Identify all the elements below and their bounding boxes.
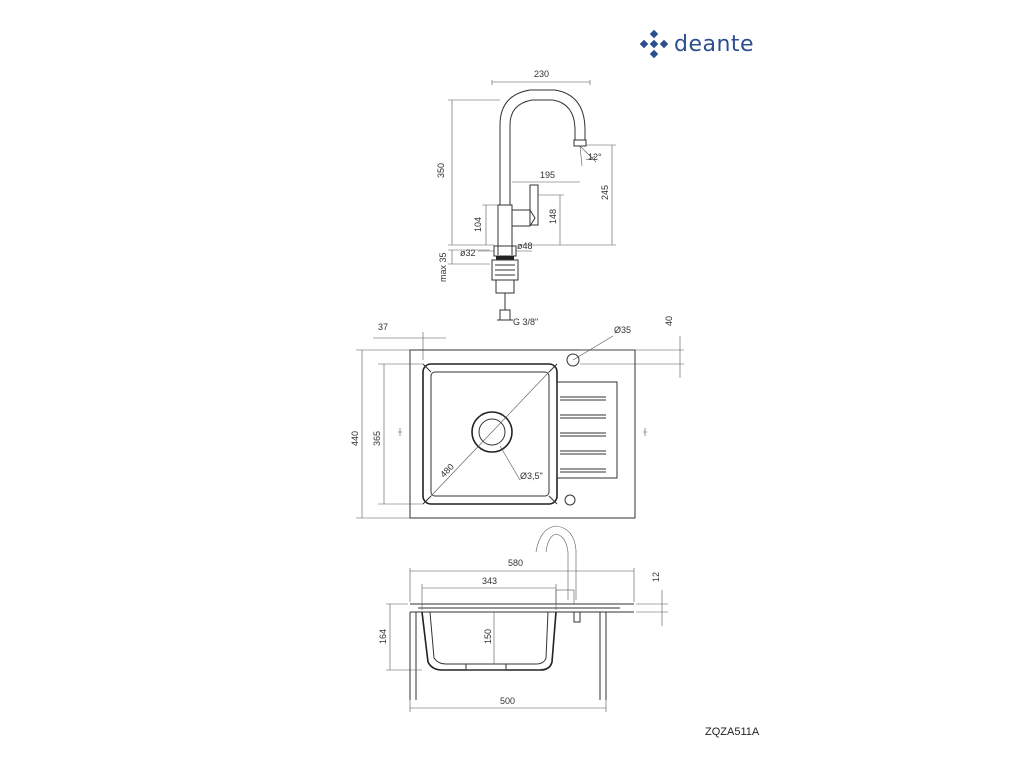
dim-hole-diameter: ø32 bbox=[460, 248, 476, 258]
dim-faucet-width: 230 bbox=[534, 69, 549, 79]
dim-base-diameter: ø48 bbox=[517, 241, 533, 251]
dim-tap-hole: Ø35 bbox=[614, 325, 631, 335]
dim-faucet-reach: 195 bbox=[540, 170, 555, 180]
dim-connection: G 3/8" bbox=[513, 317, 538, 327]
deante-logo-icon bbox=[640, 30, 668, 58]
brand-name: deante bbox=[674, 31, 755, 57]
dim-overall-depth: 440 bbox=[350, 431, 360, 446]
faucet-drawing: 230 350 195 245 104 148 ø48 ø32 max 35 G… bbox=[436, 69, 616, 327]
dim-rim: 12 bbox=[651, 572, 661, 582]
dim-overall-width: 580 bbox=[508, 558, 523, 568]
dim-bowl-depth: 365 bbox=[372, 431, 382, 446]
dim-body-height: 104 bbox=[473, 217, 483, 232]
dim-lever-height: 148 bbox=[548, 209, 558, 224]
dim-overall-height: 164 bbox=[378, 629, 388, 644]
sink-side-view: 580 343 12 164 150 500 bbox=[378, 525, 668, 712]
dim-spout-height: 245 bbox=[600, 185, 610, 200]
dim-faucet-height: 350 bbox=[436, 163, 446, 178]
dim-max-thickness: max 35 bbox=[438, 252, 448, 282]
dim-diagonal: 480 bbox=[438, 462, 456, 480]
dim-bowl-height: 150 bbox=[483, 629, 493, 644]
dim-drain: Ø3,5" bbox=[520, 471, 543, 481]
brand-logo: deante bbox=[640, 30, 754, 58]
dim-bowl-offset: 37 bbox=[378, 322, 388, 332]
model-code: ZQZA511A bbox=[705, 726, 760, 738]
dim-spout-angle: 12° bbox=[588, 152, 602, 162]
dim-tap-offset: 40 bbox=[664, 316, 674, 326]
dim-bowl-width: 343 bbox=[482, 576, 497, 586]
sink-top-view: 37 Ø35 40 440 365 480 Ø3,5" bbox=[350, 316, 684, 519]
dim-cabinet-width: 500 bbox=[500, 696, 515, 706]
